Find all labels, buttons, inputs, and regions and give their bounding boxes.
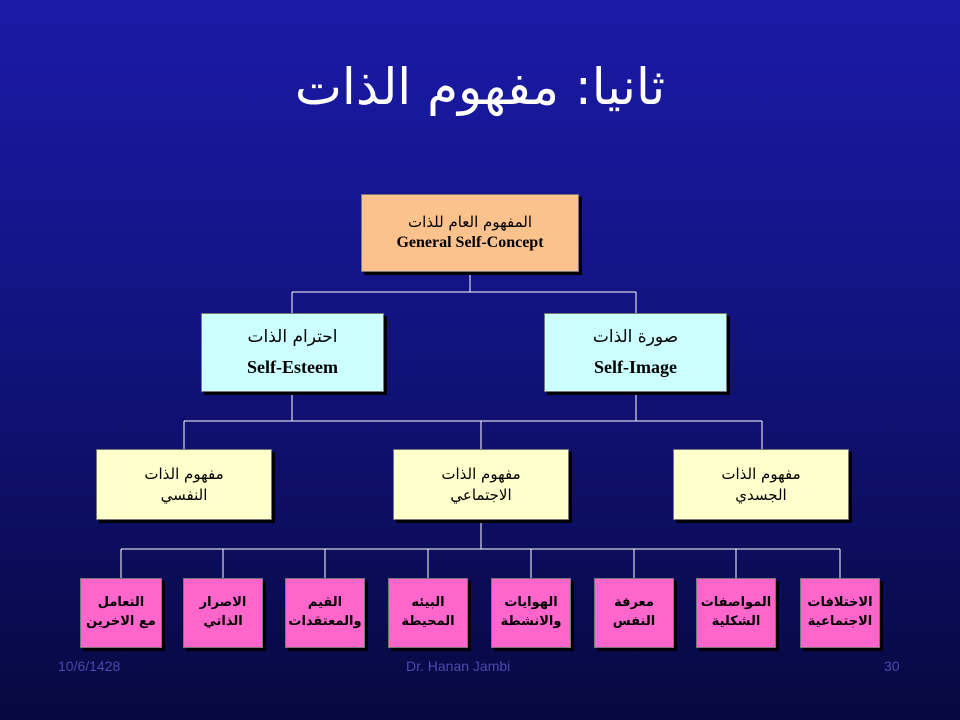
leaf-environment: البيئه المحيطة — [388, 578, 468, 648]
leaf-3-line2: والمعتقدات — [288, 614, 362, 629]
slide-title: ثانيا: مفهوم الذات — [294, 58, 666, 116]
footer-author: Dr. Hanan Jambi — [406, 658, 511, 674]
footer-page-number: 30 — [884, 658, 900, 674]
node-self-esteem: احترام الذات Self-Esteem — [201, 313, 384, 392]
leaf-2-line1: الاصرار — [199, 595, 247, 611]
leaf-1-line2: مع الاخرين — [86, 614, 156, 629]
leaf-6-line1: معرفة — [614, 595, 654, 611]
node-self-esteem-english: Self-Esteem — [247, 356, 338, 377]
node-physical-line1: مفهوم الذات — [721, 465, 801, 484]
leaf-2-line2: الذاتي — [203, 614, 243, 629]
leaf-hobbies-activities: الهوايات والانشطة — [491, 578, 571, 648]
leaf-physical-traits: المواصفات الشكلية — [696, 578, 776, 648]
leaf-self-determination: الاصرار الذاتي — [183, 578, 263, 648]
leaf-8-line2: الاجتماعية — [807, 614, 873, 629]
root-node-general-self-concept: المفهوم العام للذات General Self-Concept — [361, 194, 579, 272]
node-social-line1: مفهوم الذات — [441, 465, 521, 484]
node-social-self-concept: مفهوم الذات الاجتماعي — [393, 449, 569, 520]
leaf-self-knowledge: معرفة النفس — [594, 578, 674, 648]
node-self-esteem-arabic: احترام الذات — [247, 326, 338, 347]
leaf-1-line1: التعامل — [97, 595, 145, 611]
node-self-image: صورة الذات Self-Image — [544, 313, 727, 392]
node-psychological-line1: مفهوم الذات — [144, 465, 224, 484]
node-psychological-self-concept: مفهوم الذات النفسي — [96, 449, 272, 520]
root-node-english-label: General Self-Concept — [396, 234, 544, 252]
node-self-image-english: Self-Image — [594, 356, 677, 377]
node-social-line2: الاجتماعي — [450, 485, 512, 504]
node-physical-self-concept: مفهوم الذات الجسدي — [673, 449, 849, 520]
leaf-social-differences: الاختلافات الاجتماعية — [800, 578, 880, 648]
leaf-7-line2: الشكلية — [711, 614, 761, 629]
leaf-5-line1: الهوايات — [504, 595, 558, 611]
node-physical-line2: الجسدي — [735, 485, 787, 504]
leaf-values-beliefs: القيم والمعتقدات — [285, 578, 365, 648]
leaf-8-line1: الاختلافات — [807, 595, 873, 611]
node-self-image-arabic: صورة الذات — [592, 326, 679, 347]
footer-date: 10/6/1428 — [58, 658, 121, 674]
leaf-5-line2: والانشطة — [500, 614, 562, 629]
leaf-4-line2: المحيطة — [401, 614, 455, 629]
leaf-3-line1: القيم — [307, 595, 343, 611]
root-node-arabic-label: المفهوم العام للذات — [407, 213, 532, 232]
leaf-dealing-with-others: التعامل مع الاخرين — [80, 578, 162, 648]
leaf-7-line1: المواصفات — [700, 595, 772, 611]
leaf-4-line1: البيئه — [411, 595, 445, 611]
node-psychological-line2: النفسي — [160, 485, 208, 504]
leaf-6-line2: النفس — [612, 614, 656, 629]
